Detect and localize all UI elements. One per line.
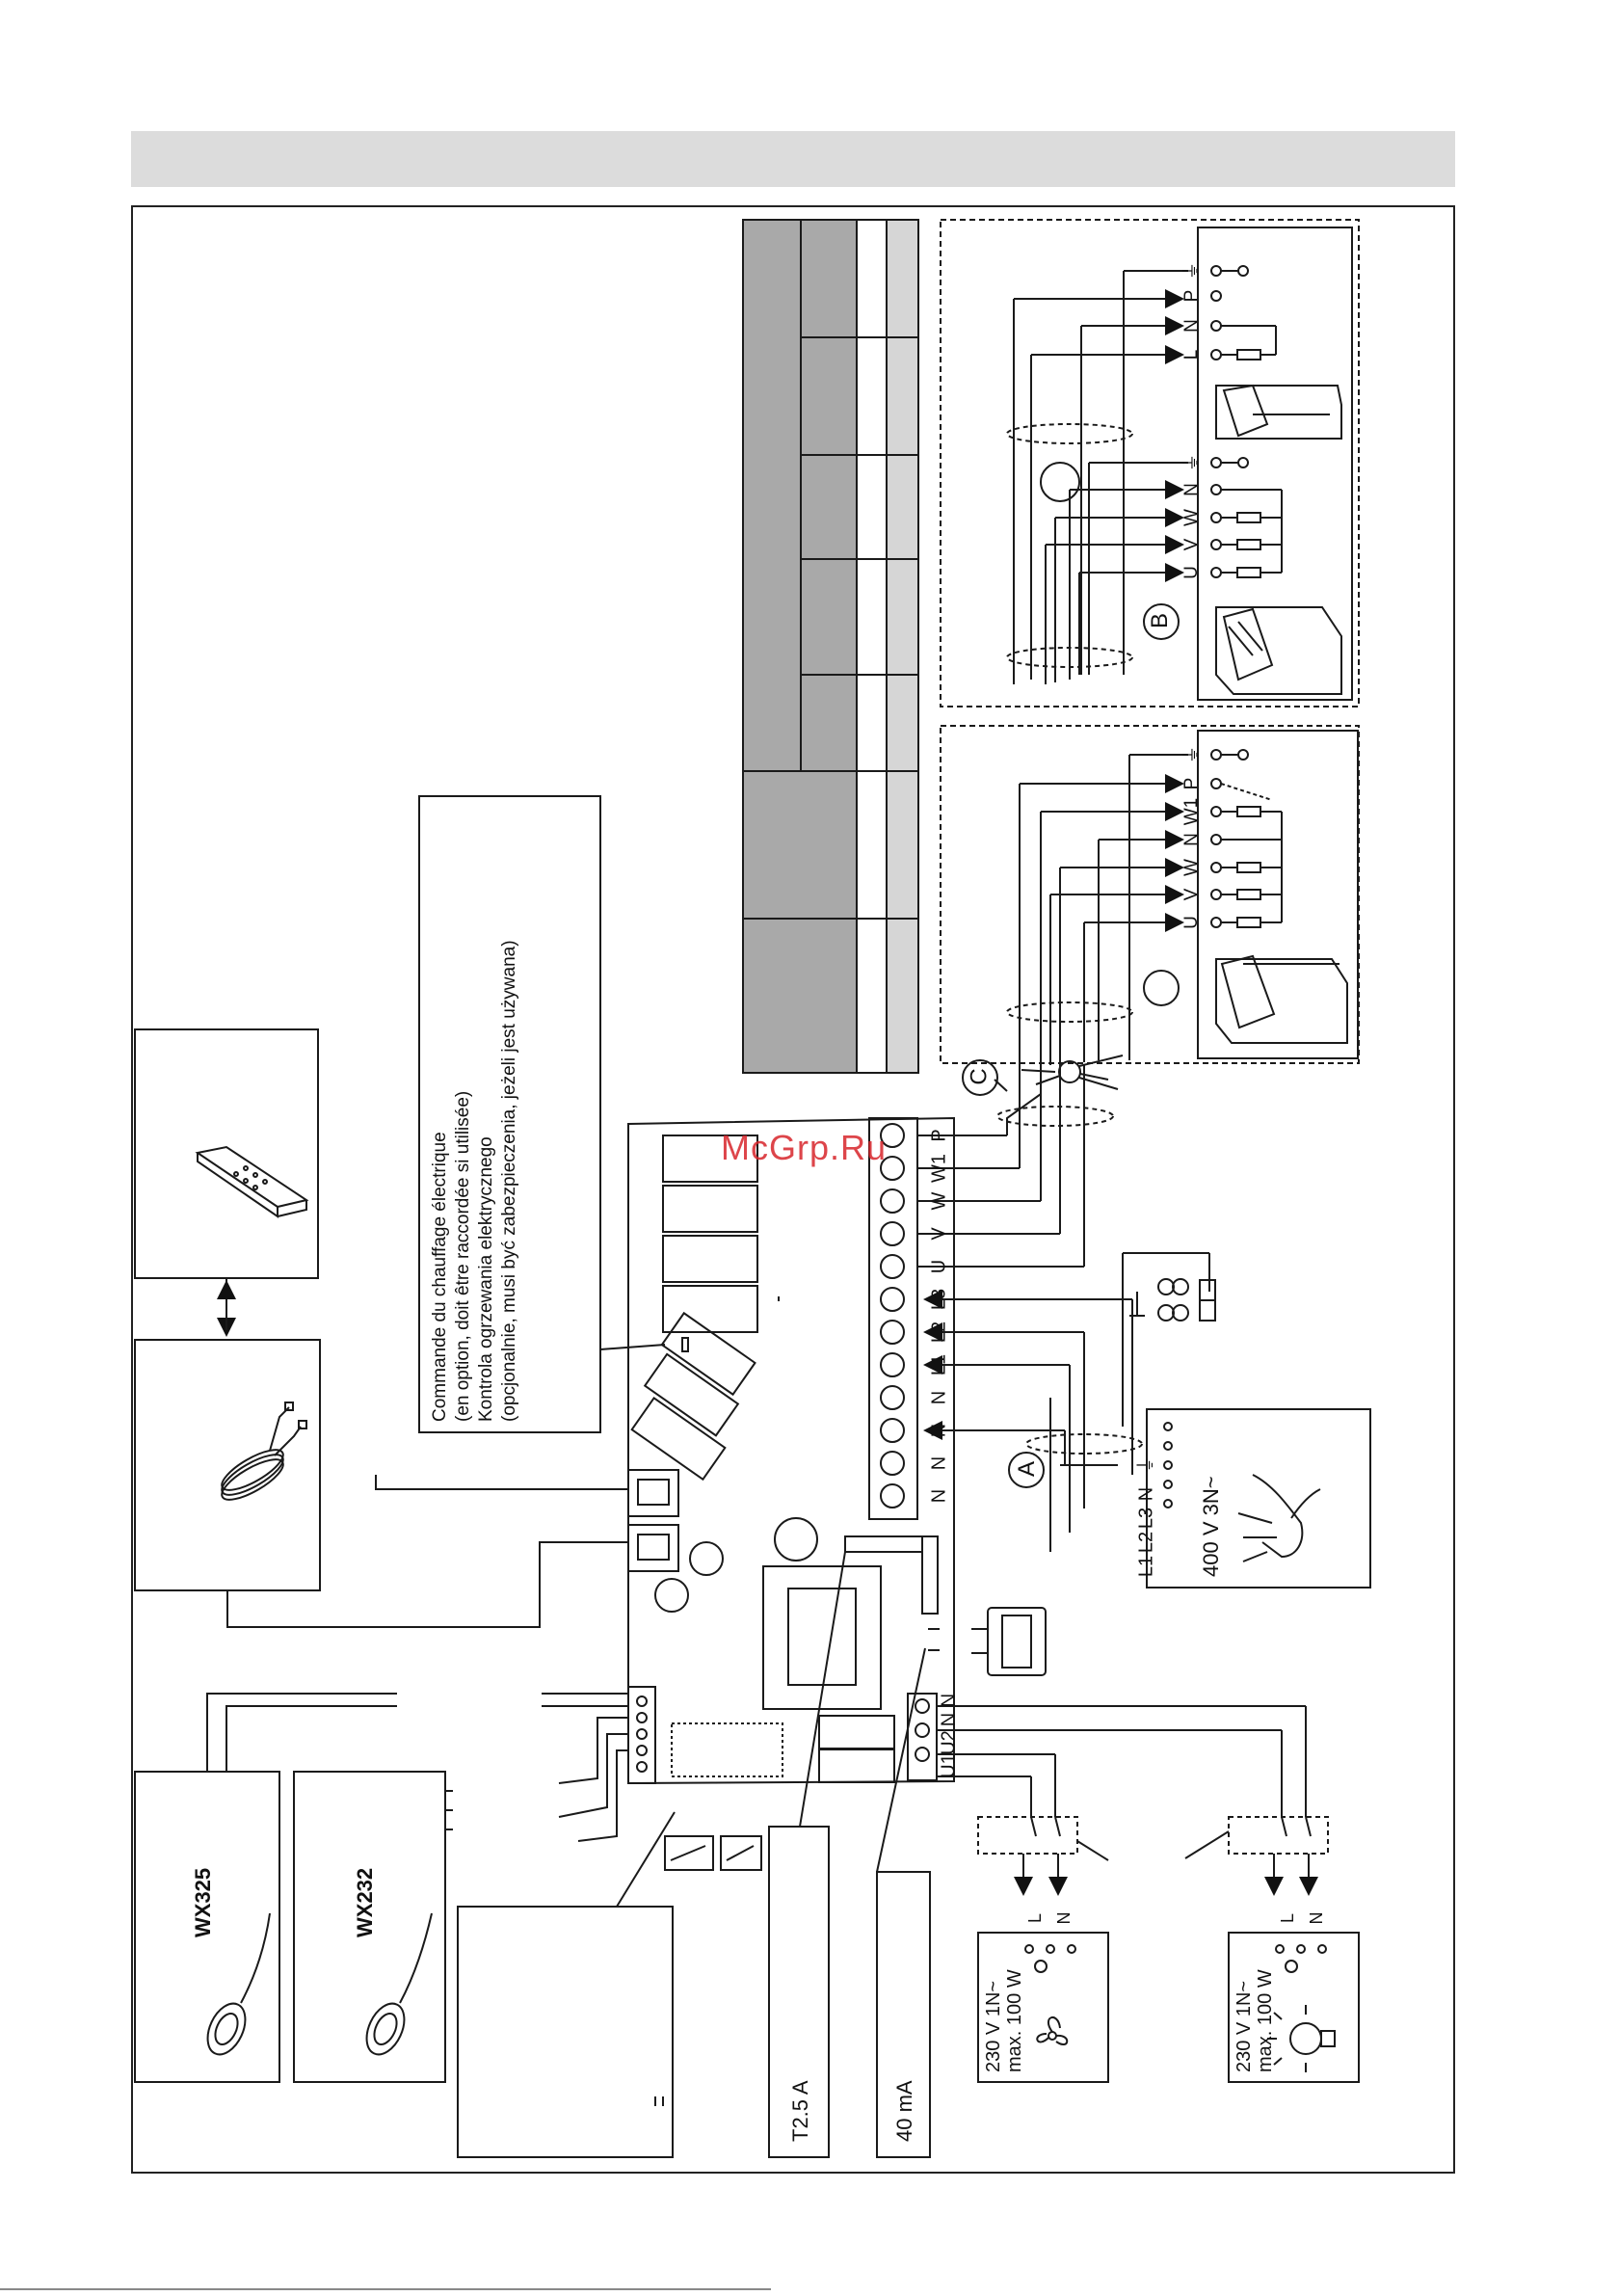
heater-c-terminal-label: N <box>1181 833 1202 846</box>
callout-a: A <box>1014 1460 1041 1478</box>
heater-b-terminal-label: U <box>1181 566 1202 579</box>
light-output-box <box>1228 1932 1360 2083</box>
supply-terminal-label: L1 <box>1135 1556 1156 1577</box>
board-terminal-label: U <box>928 1260 949 1273</box>
board-terminal-label: L3 <box>928 1289 949 1310</box>
heater-c-box <box>940 725 1360 1090</box>
heater-b-terminal-label: ⏚ <box>1181 453 1202 471</box>
heater-unit-icon <box>1215 606 1342 695</box>
heater-b-terminal-label: N <box>1181 483 1202 496</box>
control-note-line: Kontrola ogrzewania elektrycznego <box>476 1136 496 1422</box>
capacitor-circle <box>774 1517 818 1562</box>
fan-icon <box>1036 2016 1069 2045</box>
lamp-icon <box>1267 2005 1336 2072</box>
aux-terminal-label: U1 <box>938 1753 959 1778</box>
board-terminal-label: L1 <box>928 1354 949 1375</box>
heater-c-terminal-label: W <box>1181 859 1202 876</box>
door-sensor-box <box>457 1906 674 2158</box>
board-terminal-label: N <box>928 1489 949 1503</box>
fuse-box-1 <box>768 1826 830 2158</box>
heater-small-terminal-label: N <box>1181 319 1202 333</box>
bottom-rule <box>0 2288 771 2290</box>
heater-b-terminal-label: W <box>1181 509 1202 526</box>
supply-box <box>1146 1408 1371 1589</box>
heater-b-terminal-label: V <box>1181 538 1202 550</box>
control-note: Commande du chauffage électrique (en opt… <box>429 940 593 2039</box>
callout-b: B <box>1147 612 1174 629</box>
heater-small-box <box>940 219 1360 707</box>
rcd-icon <box>977 1816 1078 1855</box>
board-terminal-label: L2 <box>928 1322 949 1343</box>
aux-terminal-label: N <box>938 1694 959 1707</box>
board-terminal-label: N <box>928 1391 949 1404</box>
control-note-box <box>418 795 601 1433</box>
control-note-line: (en option, doit être raccordée si utili… <box>453 1090 473 1422</box>
diagram-frame <box>131 205 1455 2174</box>
aux-terminal-label: U2 <box>938 1730 959 1755</box>
keypad-icon <box>195 1145 309 1218</box>
control-note-line: (opcjonalnie, musi być zabezpieczenia, j… <box>499 940 519 1422</box>
fan-output-box <box>977 1932 1109 2083</box>
board-terminal-label: V <box>928 1227 949 1241</box>
cable-table <box>742 219 919 1074</box>
light-terminal-label: N <box>1307 1912 1326 1925</box>
heater-c-terminal-label: V <box>1181 888 1202 900</box>
board-terminal-label: N <box>928 1456 949 1470</box>
heater-unit-icon <box>1215 954 1348 1044</box>
aux-terminal-label: N <box>938 1713 959 1726</box>
fan-terminal-label: L <box>1025 1913 1045 1923</box>
rcd-icon <box>1228 1816 1329 1855</box>
board-terminal-label: P <box>928 1129 949 1141</box>
supply-terminal-label: L2 <box>1135 1532 1156 1553</box>
keypad-box <box>134 1028 319 1279</box>
sensor-icon <box>206 1912 271 2056</box>
board-terminal-label: W <box>928 1191 949 1210</box>
fan-terminal-label: N <box>1054 1912 1074 1925</box>
heater-small-terminal-label: L <box>1181 350 1202 360</box>
sensor-icon <box>365 1912 433 2056</box>
callout-c: C <box>966 1068 993 1085</box>
header-band <box>131 131 1455 187</box>
light-terminal-label: L <box>1278 1913 1297 1923</box>
board-terminal-label: W1 <box>928 1154 949 1183</box>
rocker-switch-icon <box>971 1607 1047 1676</box>
cable-box <box>134 1339 321 1591</box>
board-terminal-label: N <box>928 1424 949 1437</box>
callout-b-circle <box>1143 603 1180 640</box>
heater-c-terminal-label: U <box>1181 916 1202 929</box>
watermark: McGrp.Ru <box>721 1128 888 1167</box>
control-board <box>627 1116 955 1785</box>
sensor-box-wx232 <box>293 1771 453 2083</box>
supply-terminal-label: N <box>1135 1487 1156 1501</box>
heater-small-terminal-label: P <box>1181 290 1202 303</box>
heater-c-terminal-label: W1 <box>1181 798 1202 826</box>
supply-terminal-label: L3 <box>1135 1508 1156 1529</box>
hand-wires-icon <box>1237 1474 1321 1562</box>
control-note-line: Commande du chauffage électrique <box>430 1132 450 1422</box>
supply-terminal-label: ⏚ <box>1135 1455 1156 1475</box>
cable-coil-icon <box>221 1402 307 1501</box>
heater-unit-icon <box>1215 384 1342 440</box>
heater-small-terminal-label: ⏚ <box>1181 261 1202 280</box>
heater-c-terminal-label: ⏚ <box>1181 745 1202 763</box>
heater-c-terminal-label: P <box>1181 778 1202 790</box>
fuse-box-2 <box>876 1871 931 2158</box>
